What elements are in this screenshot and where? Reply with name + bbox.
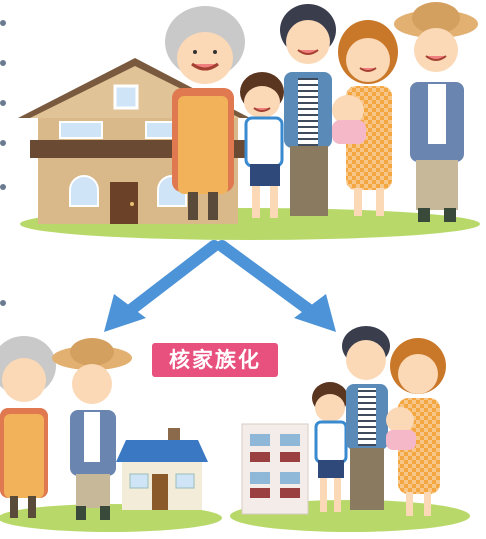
bottom-left-elderly-couple [0, 336, 222, 532]
boy-figure [240, 72, 284, 218]
small-blue-roof-house [116, 428, 208, 510]
arrow-right [216, 240, 318, 318]
grandmother-figure [165, 6, 245, 220]
baby-small [386, 407, 416, 450]
top-scene-extended-family [18, 2, 480, 240]
nuclear-family-label: 核家族化 [152, 343, 278, 377]
arrow-left [122, 240, 220, 318]
grandfather-small [52, 338, 132, 520]
father-figure [280, 4, 336, 216]
page-edge-marks [0, 0, 8, 539]
split-arrows [104, 240, 336, 332]
grandfather-figure [394, 2, 478, 222]
grandmother-small [0, 336, 56, 518]
father-small [342, 326, 390, 510]
apartment-building [241, 423, 309, 515]
boy-small [312, 382, 348, 512]
bottom-right-young-family [230, 326, 470, 532]
baby-figure [332, 95, 366, 144]
